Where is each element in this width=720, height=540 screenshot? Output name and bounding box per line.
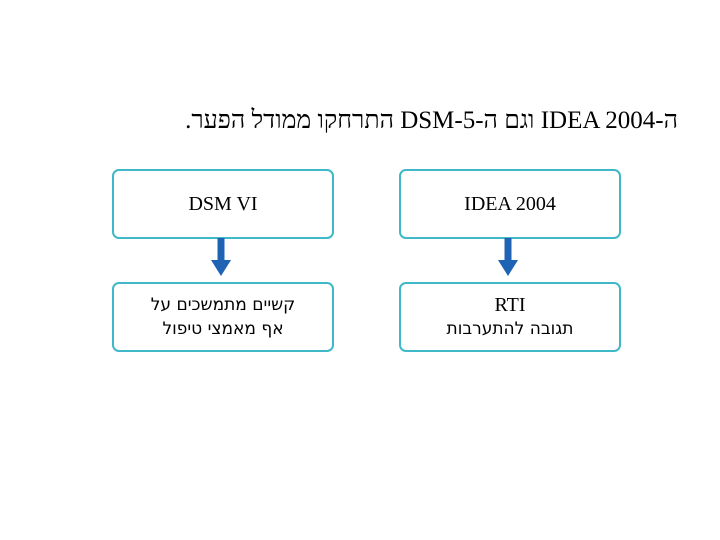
arrow-down-icon bbox=[211, 238, 231, 276]
box-rti-line2: תגובה להתערבות bbox=[446, 319, 574, 339]
arrow-down-icon bbox=[498, 238, 518, 276]
box-idea-2004: IDEA 2004 bbox=[399, 169, 621, 239]
box-persistent-difficulties-line2: אף מאמצי טיפול bbox=[162, 319, 284, 339]
box-rti-line1: RTI bbox=[494, 294, 526, 316]
box-persistent-difficulties: קשיים מתמשכים על אף מאמצי טיפול bbox=[112, 282, 334, 352]
box-rti: RTI תגובה להתערבות bbox=[399, 282, 621, 352]
box-dsm-vi-label: DSM VI bbox=[188, 192, 258, 215]
box-dsm-vi: DSM VI bbox=[112, 169, 334, 239]
box-idea-2004-label: IDEA 2004 bbox=[464, 192, 556, 215]
box-persistent-difficulties-line1: קשיים מתמשכים על bbox=[150, 295, 296, 315]
slide-title: ה-IDEA 2004 וגם ה-DSM-5 התרחקו ממודל הפע… bbox=[185, 107, 678, 134]
